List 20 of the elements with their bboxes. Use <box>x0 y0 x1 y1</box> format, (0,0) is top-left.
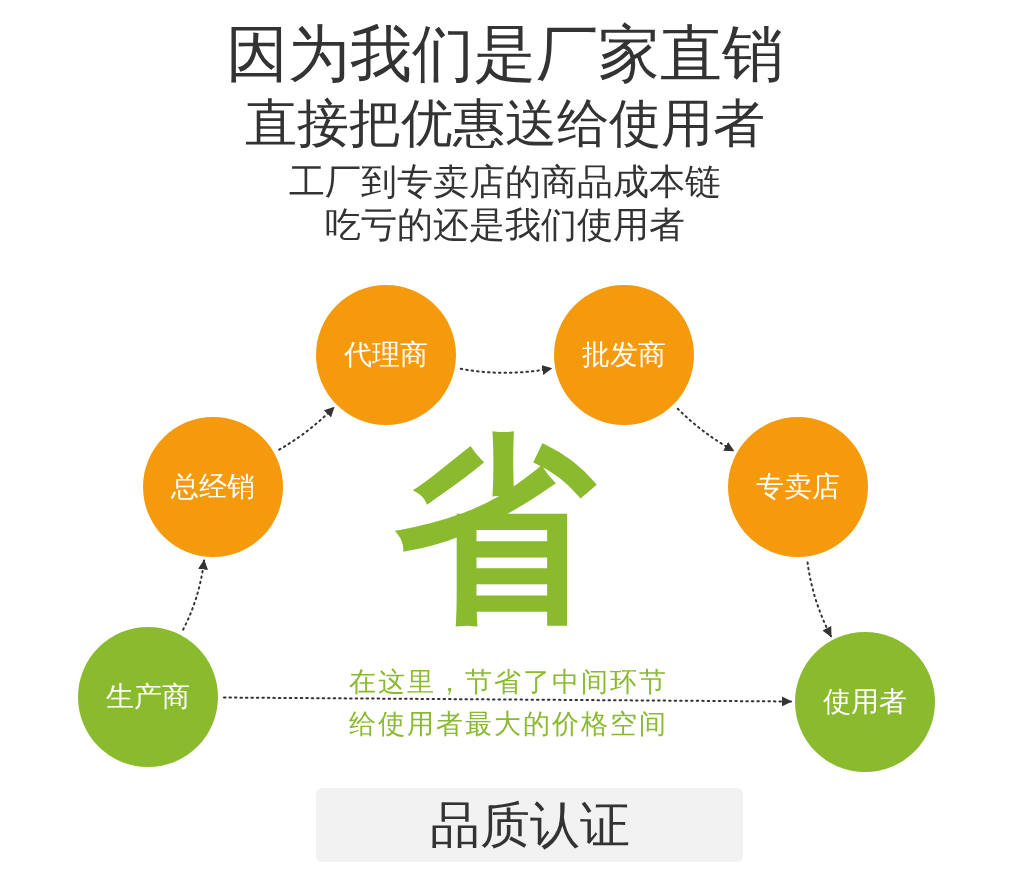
subtitle: 工厂到专卖店的商品成本链 <box>289 161 721 202</box>
stage-circle: 代理商 <box>316 285 456 425</box>
subtitle: 直接把优惠送给使用者 <box>245 93 765 153</box>
label-card: 品质认证 <box>316 788 743 862</box>
stage-circle: 使用者 <box>795 632 935 772</box>
dotted-arrow <box>806 561 832 638</box>
dotted-arrow <box>676 407 735 452</box>
stage-circle: 生产商 <box>78 627 218 767</box>
dotted-arrow <box>182 559 208 631</box>
dotted-arrow <box>459 365 553 375</box>
note-text: 在这里，节省了中间环节 <box>347 665 669 699</box>
stage-circle: 专卖店 <box>728 417 868 557</box>
dotted-arrow <box>223 696 792 707</box>
subtitle: 吃亏的还是我们使用者 <box>325 204 685 245</box>
stage-circle: 总经销 <box>143 417 283 557</box>
large-character: 省 <box>394 430 598 630</box>
title: 因为我们是厂家直销 <box>226 17 784 90</box>
note-text: 给使用者最大的价格空间 <box>347 707 669 741</box>
dotted-arrow <box>278 406 335 451</box>
stage-circle: 批发商 <box>554 285 694 425</box>
